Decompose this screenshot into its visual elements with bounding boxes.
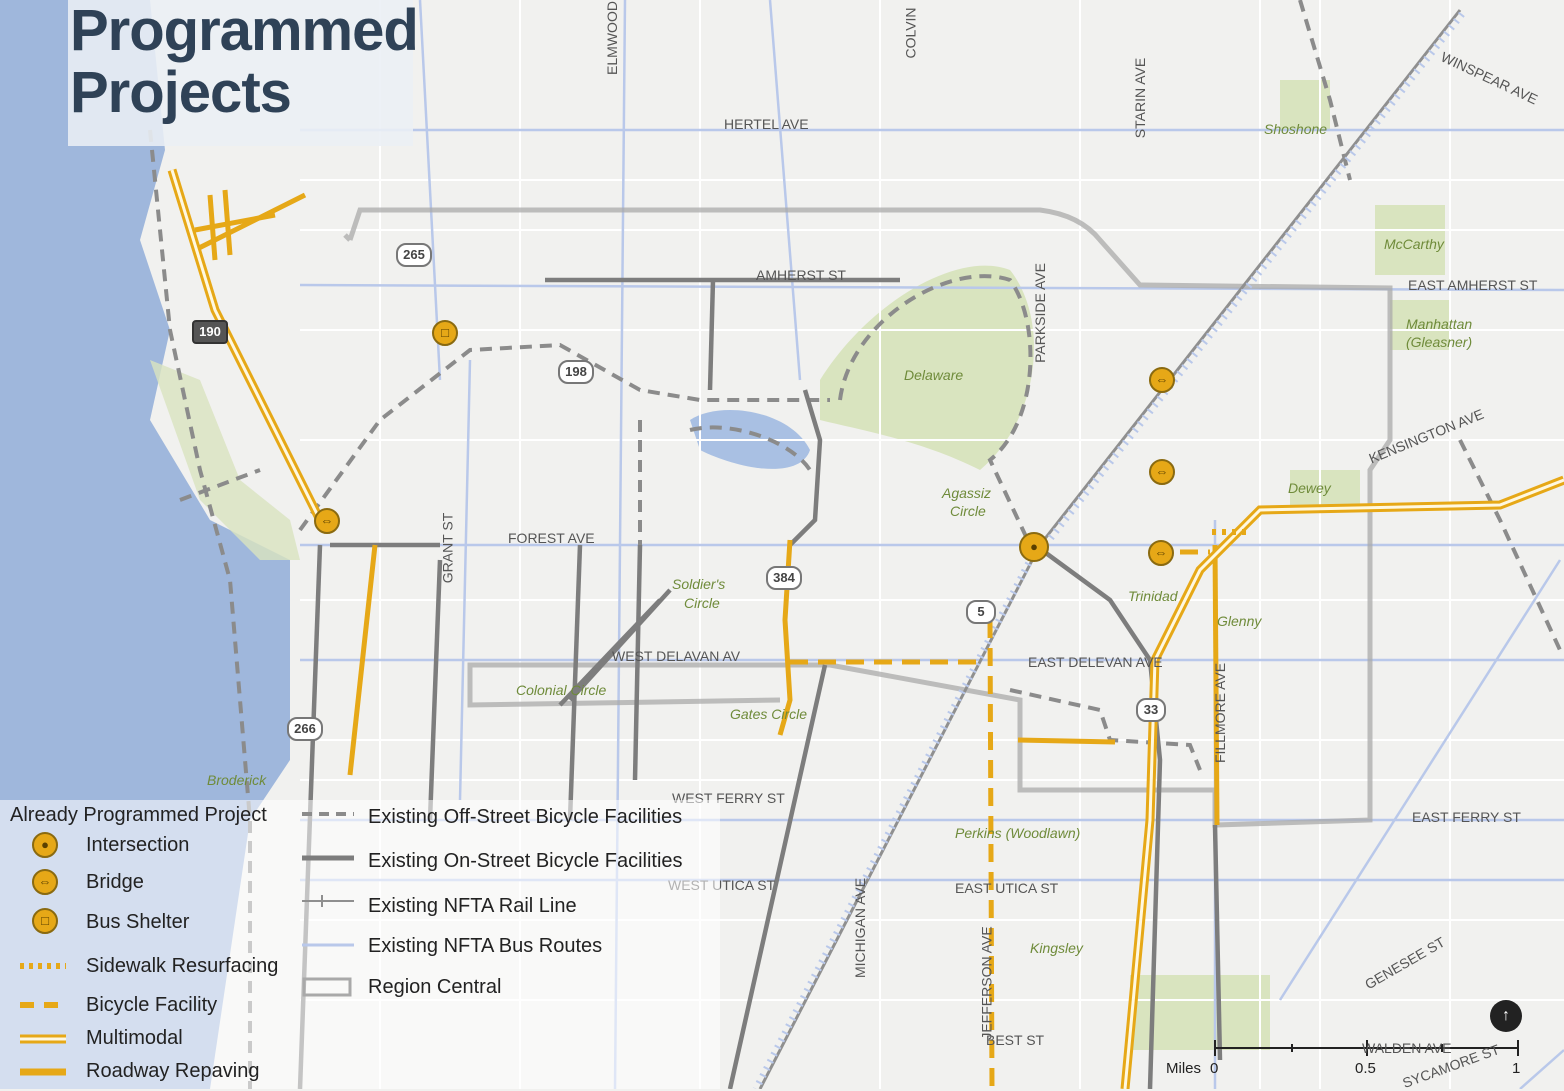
place-label-manhattan: Manhattan xyxy=(1406,316,1473,332)
place-label-colonial: Colonial Circle xyxy=(516,682,607,698)
park-shoshone xyxy=(1280,80,1330,130)
place-label-kingsley: Kingsley xyxy=(1030,940,1083,956)
blue-line-icon xyxy=(302,943,354,947)
street-label-east-amherst: EAST AMHERST ST xyxy=(1408,277,1538,293)
place-label-delaware: Delaware xyxy=(904,367,964,383)
legend-item-sidewalk: Sidewalk Resurfacing xyxy=(86,955,279,977)
street-label-west-delavan: WEST DELAVAN AV xyxy=(612,648,741,664)
map-legend xyxy=(0,800,720,1089)
bridge-icon[interactable]: ⇔ xyxy=(1148,540,1174,566)
place-label-gates: Gates Circle xyxy=(730,706,808,722)
place-label-soldiers: Soldier's xyxy=(672,576,726,592)
legend-item-off-street: Existing Off-Street Bicycle Facilities xyxy=(368,806,683,828)
north-arrow-icon: ↑ xyxy=(1490,1000,1522,1032)
map-title: Programmed Projects xyxy=(68,0,419,146)
place-label-glenny: Glenny xyxy=(1217,613,1262,629)
rail-ties xyxy=(752,11,1465,1089)
title-line-1: Programmed xyxy=(70,0,419,63)
place-label-soldiers-circle: Circle xyxy=(684,595,720,611)
delaware-park xyxy=(820,265,1034,470)
route-33-shield: 33 xyxy=(1136,698,1166,722)
dashed-gray-line-icon xyxy=(302,812,354,816)
bridge-icon[interactable]: ⇔ xyxy=(1149,367,1175,393)
legend-item-on-street: Existing On-Street Bicycle Facilities xyxy=(368,850,683,872)
street-label-east-ferry: EAST FERRY ST xyxy=(1412,809,1521,825)
route-384-shield: 384 xyxy=(766,566,802,590)
legend-item-intersection: Intersection xyxy=(86,834,190,856)
street-label-hertel: HERTEL AVE xyxy=(724,116,809,132)
legend-item-bus-shelter: Bus Shelter xyxy=(86,911,190,933)
intersection-icon: ● xyxy=(32,832,58,858)
title-line-2: Projects xyxy=(70,60,292,125)
scale-bar-graphic xyxy=(1214,1040,1519,1056)
place-label-broderick: Broderick xyxy=(207,772,267,788)
intersection-icon[interactable]: ● xyxy=(1019,532,1049,562)
legend-heading: Already Programmed Project xyxy=(10,804,267,826)
rail-line-icon xyxy=(302,895,354,907)
legend-item-rail: Existing NFTA Rail Line xyxy=(368,895,577,917)
scale-tick-half: 0.5 xyxy=(1355,1060,1376,1077)
region-central-boundary xyxy=(343,207,1393,828)
scale-label: Miles xyxy=(1166,1060,1202,1077)
street-label-parkside: PARKSIDE AVE xyxy=(1031,263,1048,363)
legend-item-bus-routes: Existing NFTA Bus Routes xyxy=(368,935,603,957)
bridge-icon[interactable]: ⇔ xyxy=(314,508,340,534)
multimodal xyxy=(167,168,1564,1089)
place-label-agassiz-circle: Circle xyxy=(950,503,986,519)
place-label-trinidad: Trinidad xyxy=(1128,588,1178,604)
legend-item-bicycle: Bicycle Facility xyxy=(86,994,218,1016)
street-label-grant: GRANT ST xyxy=(439,512,456,584)
dotted-line-icon xyxy=(20,963,66,969)
street-label-elmwood: ELMWOOD xyxy=(603,1,620,75)
solid-line-icon xyxy=(20,1068,66,1076)
route-190-shield: 190 xyxy=(192,320,228,344)
route-198-shield: 198 xyxy=(558,360,594,384)
street-label-forest: FOREST AVE xyxy=(508,530,595,546)
place-label-agassiz: Agassiz xyxy=(942,485,992,501)
place-label-dewey: Dewey xyxy=(1288,480,1331,496)
street-label-starin: STARIN AVE xyxy=(1132,57,1149,139)
street-label-walden: WALDEN AVE xyxy=(1362,1040,1452,1056)
street-label-best: BEST ST xyxy=(986,1032,1045,1048)
bridge-icon: ⇔ xyxy=(32,869,58,895)
street-label-jefferson: JEFFERSON AVE xyxy=(978,926,995,1040)
scale-tick-1: 1 xyxy=(1512,1060,1521,1077)
route-265-shield: 265 xyxy=(396,243,432,267)
dashed-line-icon xyxy=(20,1002,66,1008)
place-label-shoshone: Shoshone xyxy=(1264,121,1328,137)
place-label-perkins: Perkins (Woodlawn) xyxy=(955,825,1081,841)
legend-item-bridge: Bridge xyxy=(86,871,144,893)
park-manhattan xyxy=(1390,300,1450,350)
legend-item-region: Region Central xyxy=(368,976,502,998)
region-box-icon xyxy=(302,977,352,997)
route-266-shield: 266 xyxy=(287,717,323,741)
scale-tick-0: 0 xyxy=(1210,1060,1219,1077)
place-label-gleasner: (Gleasner) xyxy=(1406,334,1473,350)
place-label-mccarthy: McCarthy xyxy=(1384,236,1444,252)
solid-gray-line-icon xyxy=(302,855,354,861)
bridge-icon[interactable]: ⇔ xyxy=(1149,459,1175,485)
legend-item-repaving: Roadway Repaving xyxy=(86,1060,260,1082)
legend-item-multimodal: Multimodal xyxy=(86,1027,183,1049)
street-label-east-delevan: EAST DELEVAN AVE xyxy=(1028,654,1163,670)
park-mccarthy xyxy=(1375,205,1445,275)
street-label-michigan: MICHIGAN AVE xyxy=(852,877,869,979)
street-label-colvin: COLVIN xyxy=(902,7,919,59)
route-5-shield: 5 xyxy=(966,600,996,624)
bus-shelter-icon: □ xyxy=(32,908,58,934)
street-label-east-utica: EAST UTICA ST xyxy=(955,880,1059,896)
street-label-amherst: AMHERST ST xyxy=(756,267,846,283)
double-line-icon xyxy=(20,1034,66,1044)
bicycle-facility xyxy=(790,549,1210,1089)
bus-shelter-icon[interactable]: □ xyxy=(432,320,458,346)
park-dewey xyxy=(1290,470,1360,510)
street-label-fillmore: FILLMORE AVE xyxy=(1212,662,1229,764)
